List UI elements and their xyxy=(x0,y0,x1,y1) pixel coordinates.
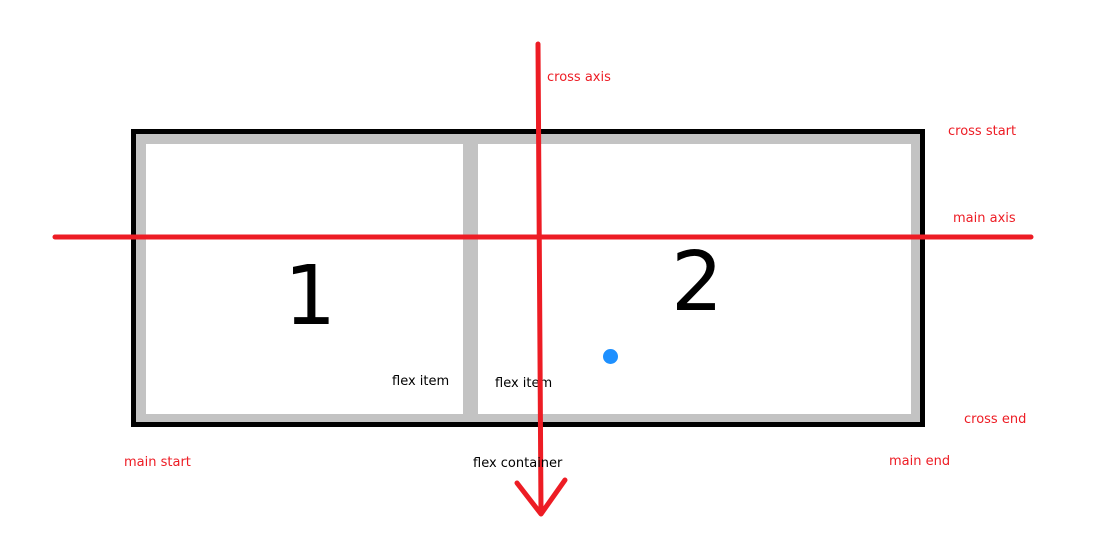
arrow-down-icon xyxy=(514,477,568,517)
cross-axis-label: cross axis xyxy=(547,70,611,85)
flex-item-label: flex item xyxy=(392,374,450,389)
flex-container-label: flex container xyxy=(473,456,563,471)
main-axis-label: main axis xyxy=(953,211,1016,226)
main-end-label: main end xyxy=(889,454,951,469)
cross-start-label: cross start xyxy=(948,124,1017,139)
flex-item-number: 1 xyxy=(284,249,337,344)
flex-item-number: 2 xyxy=(671,235,724,330)
cross-end-label: cross end xyxy=(964,412,1027,427)
flex-container-box: 1 flex item 2 flex item xyxy=(131,129,925,427)
main-start-label: main start xyxy=(124,455,191,470)
cursor-dot-icon xyxy=(603,349,618,364)
cross-axis-line xyxy=(535,41,544,515)
flex-item-2: 2 flex item xyxy=(478,144,911,414)
flex-item-1: 1 flex item xyxy=(146,144,463,414)
